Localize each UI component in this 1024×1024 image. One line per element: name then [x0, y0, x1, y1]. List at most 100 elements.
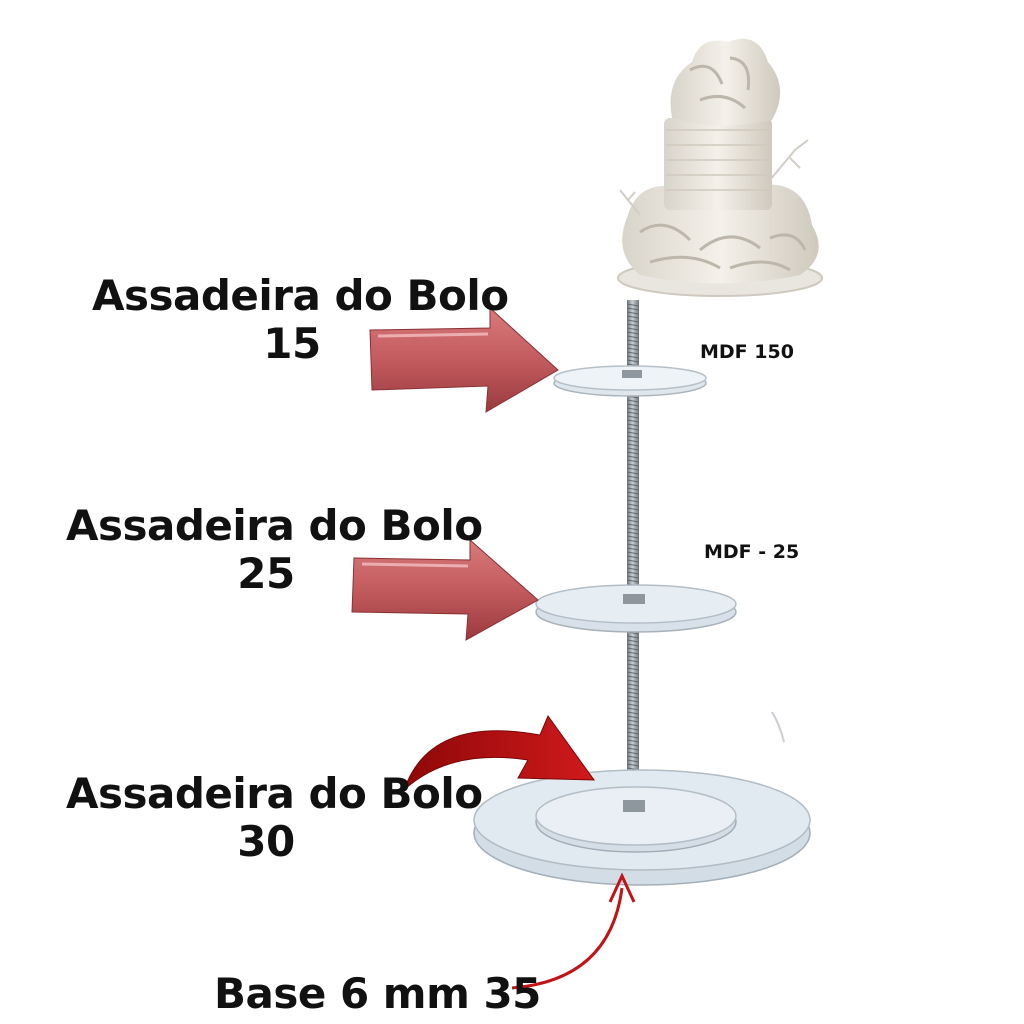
rod-thread [626, 451, 640, 455]
rod-thread [626, 347, 640, 351]
rod-thread [626, 755, 640, 759]
rod-thread [626, 687, 640, 691]
rod-thread [626, 399, 640, 403]
rod-thread [626, 463, 640, 467]
rod-thread [626, 647, 640, 651]
tier-30-label: Assadeira do Bolo 30 [66, 769, 483, 867]
rod-thread [626, 455, 640, 459]
rod-thread [626, 555, 640, 559]
tier-15-size: 15 [263, 319, 321, 369]
rod-thread [626, 695, 640, 699]
tier-25-size: 25 [237, 549, 295, 599]
rod-thread [626, 339, 640, 343]
rod-thread [626, 431, 640, 435]
rod-thread [626, 711, 640, 715]
rod-thread [626, 735, 640, 739]
rod-thread [626, 667, 640, 671]
rod-thread [626, 483, 640, 487]
rod-thread [626, 663, 640, 667]
rod-thread [626, 531, 640, 535]
cake-image [617, 38, 823, 297]
rod-thread [626, 443, 640, 447]
rod-thread [626, 523, 640, 527]
arrow-tier-25 [351, 538, 539, 641]
rod-thread [626, 727, 640, 731]
rod-thread [626, 707, 640, 711]
rod-thread [626, 747, 640, 751]
rod-thread [626, 683, 640, 687]
rod-thread [626, 575, 640, 579]
rod-thread [626, 303, 640, 307]
rod-thread [626, 407, 640, 411]
arrow-tier-15 [369, 306, 559, 413]
tier-30-size: 30 [237, 817, 295, 867]
tier-25-title: Assadeira do Bolo [66, 501, 483, 550]
rod-thread [626, 743, 640, 747]
rod-thread [626, 475, 640, 479]
rod-thread [626, 427, 640, 431]
rod-thread [626, 491, 640, 495]
rod-thread [626, 355, 640, 359]
rod-thread [626, 327, 640, 331]
rod-thread [626, 503, 640, 507]
rod-thread [626, 551, 640, 555]
rod-thread [626, 539, 640, 543]
disc-tier-15 [553, 365, 707, 397]
rod-thread [626, 639, 640, 643]
rod-thread [626, 547, 640, 551]
rod-thread [626, 643, 640, 647]
rod-thread [626, 471, 640, 475]
rod-thread [626, 511, 640, 515]
rod-thread [626, 679, 640, 683]
rod-thread [626, 487, 640, 491]
rod-thread [626, 671, 640, 675]
rod-thread [626, 467, 640, 471]
rod-thread [626, 315, 640, 319]
base-pointer-arrow [511, 872, 636, 990]
rod-thread [626, 543, 640, 547]
rod-thread [626, 447, 640, 451]
rod-thread [626, 739, 640, 743]
rod-thread [626, 715, 640, 719]
rod-thread [626, 351, 640, 355]
rod-thread [626, 335, 640, 339]
rod-thread [626, 723, 640, 727]
tier-15-label: Assadeira do Bolo 15 [92, 271, 509, 369]
rod-thread [626, 759, 640, 763]
disc-tier-30 [535, 786, 737, 853]
mdf-25-label: MDF - 25 [704, 541, 800, 563]
tier-30-title: Assadeira do Bolo [66, 769, 483, 818]
rod-thread [626, 403, 640, 407]
rod-thread [626, 495, 640, 499]
rod-thread [626, 751, 640, 755]
rod-thread [626, 411, 640, 415]
rod-thread [626, 691, 640, 695]
rod-thread [626, 563, 640, 567]
rod-thread [626, 343, 640, 347]
rod-thread [626, 571, 640, 575]
rod-thread [626, 459, 640, 463]
rod-thread [626, 307, 640, 311]
rod-thread [626, 439, 640, 443]
rod-thread [626, 579, 640, 583]
rod-thread [626, 559, 640, 563]
rod-thread [626, 527, 640, 531]
base-label: Base 6 mm 35 [214, 969, 541, 1018]
rod-thread [626, 323, 640, 327]
rod-thread [626, 763, 640, 767]
rod-thread [626, 479, 640, 483]
rod-thread [626, 415, 640, 419]
rod-thread [626, 659, 640, 663]
rod-thread [626, 515, 640, 519]
rod-thread [626, 499, 640, 503]
rod-thread [626, 651, 640, 655]
rod-thread [626, 519, 640, 523]
rod-thread [626, 311, 640, 315]
decorative-mark [771, 711, 785, 743]
disc-tier-25 [535, 584, 737, 633]
tier-15-title: Assadeira do Bolo [92, 271, 509, 320]
rod-thread [626, 359, 640, 363]
rod-thread [626, 535, 640, 539]
